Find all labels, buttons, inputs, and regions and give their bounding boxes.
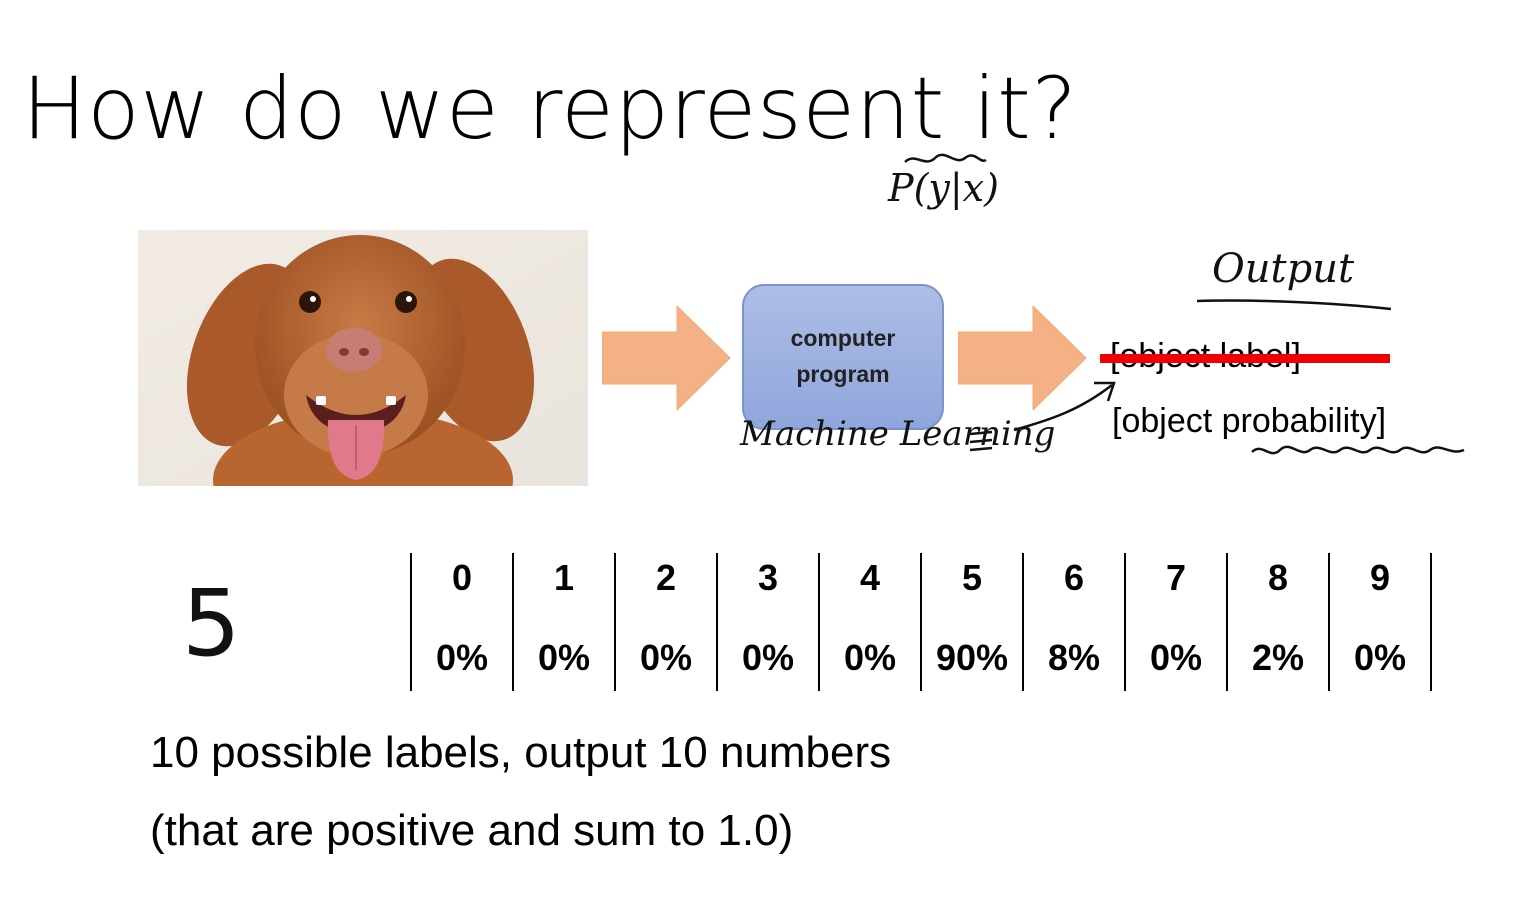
arrow-right-icon (602, 306, 732, 410)
table-header-cell: 5 (922, 557, 1022, 599)
table-header-cell: 9 (1330, 557, 1430, 599)
table-header-cell: 8 (1228, 557, 1328, 599)
table-header-cell: 2 (616, 557, 716, 599)
strike-through (1100, 354, 1390, 363)
table-value-cell: 0% (1330, 637, 1430, 679)
new-label: [object probability] (1112, 402, 1386, 441)
slide-title: How do we represent it? (22, 62, 1078, 157)
handwritten-output: Output (1212, 246, 1354, 292)
program-line1: computer (791, 321, 896, 357)
table-header-cell: 4 (820, 557, 920, 599)
title-main: How do we represent (22, 59, 973, 159)
table-value-cell: 8% (1024, 637, 1124, 679)
program-line2: program (796, 357, 889, 393)
table-value-cell: 0% (616, 637, 716, 679)
table-header-cell: 0 (412, 557, 512, 599)
new-label-word: probability (1222, 402, 1377, 440)
probability-squiggle (1250, 440, 1470, 462)
handwritten-formula: P(y|x) (888, 166, 999, 210)
caption-line2: (that are positive and sum to 1.0) (150, 806, 793, 856)
table-header-cell: 3 (718, 557, 818, 599)
table-header-cell: 6 (1024, 557, 1124, 599)
digit-image: 5 (182, 570, 241, 677)
title-it: it (973, 59, 1032, 159)
table-value-cell: 0% (1126, 637, 1226, 679)
table-value-cell: 0% (820, 637, 920, 679)
handwritten-arrow-icon (1010, 375, 1120, 440)
new-label-prefix: [object (1112, 402, 1222, 440)
table-header-cell: 1 (514, 557, 614, 599)
table-header-cell: 7 (1126, 557, 1226, 599)
table-value-cell: 0% (718, 637, 818, 679)
table-value-cell: 2% (1228, 637, 1328, 679)
table-value-cell: 90% (922, 637, 1022, 679)
table-divider (1430, 553, 1432, 691)
output-underline (1195, 295, 1395, 315)
table-value-cell: 0% (412, 637, 512, 679)
table-value-cell: 0% (514, 637, 614, 679)
new-label-suffix: ] (1377, 402, 1386, 440)
dog-image (138, 230, 588, 486)
title-end: ? (1031, 59, 1077, 159)
handwritten-equals-mark (960, 420, 1000, 460)
caption-line1: 10 possible labels, output 10 numbers (150, 728, 891, 778)
handwritten-ml: Machine Learning (740, 414, 1055, 454)
computer-program-box: computer program (742, 284, 944, 430)
